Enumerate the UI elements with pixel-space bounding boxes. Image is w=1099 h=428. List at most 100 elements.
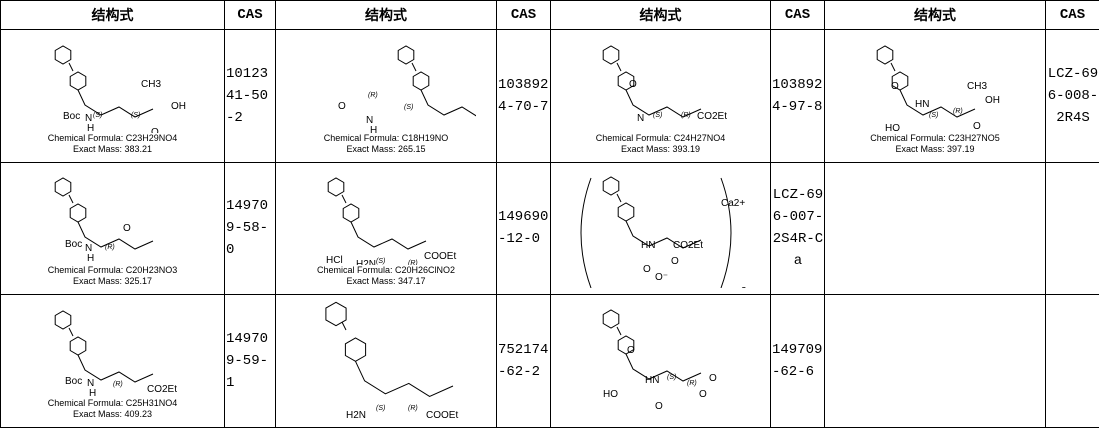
atom-label: Boc xyxy=(63,111,80,122)
chemical-structure: H2N(S)(R)COOEt xyxy=(325,301,458,421)
atom-label: N xyxy=(366,115,373,126)
chemical-formula: Chemical Formula: C24H27NO4 xyxy=(551,133,770,144)
cas-number: 1038924-97-8 xyxy=(772,76,823,115)
atom-label: O xyxy=(627,345,635,356)
atom-label: O xyxy=(643,264,651,275)
structure-header: 结构式 xyxy=(550,0,771,30)
atom-label: N xyxy=(85,243,92,254)
atom-label: O xyxy=(338,101,346,112)
formula-label: Chemical Formula: xyxy=(595,132,674,143)
atom-label: OH xyxy=(985,95,1000,106)
atom-label: O xyxy=(151,127,159,133)
atom-label: HCl xyxy=(326,255,343,265)
formula-label: Chemical Formula: xyxy=(47,398,126,409)
exact-mass: Exact Mass: 383.21 xyxy=(72,143,153,154)
cas-header: CAS xyxy=(496,0,551,30)
atom-label: O⁻ xyxy=(655,272,668,283)
atom-label: (R) xyxy=(408,260,418,265)
cas-cell: 149690-12-0 xyxy=(496,161,551,296)
cas-cell: 149709-59-1 xyxy=(224,294,276,428)
chemical-formula: Chemical Formula: C20H23NO3 xyxy=(1,265,224,276)
atom-label: H2N xyxy=(356,259,376,265)
atom-label: (R) xyxy=(681,112,691,119)
cas-number: 1038924-70-7 xyxy=(498,76,549,115)
cas-number: 1012341-50-2 xyxy=(226,65,269,126)
atom-label: CH3 xyxy=(967,81,987,92)
exact-mass: Exact Mass: 393.19 xyxy=(620,143,701,154)
atom-label: (S) xyxy=(404,104,413,111)
structure-cell xyxy=(824,294,1046,428)
exact-mass: Exact Mass: 397.19 xyxy=(895,143,975,154)
atom-label: (S) xyxy=(929,112,938,119)
atom-label: HO xyxy=(603,389,618,400)
atom-label: O xyxy=(123,223,131,234)
cas-cell: LCZ-696-008-2R4S xyxy=(1045,29,1099,163)
chemical-formula: Chemical Formula: C23H27NO5 xyxy=(825,133,1045,144)
atom-label: OH xyxy=(171,101,186,112)
atom-label: HN xyxy=(645,375,659,386)
cas-cell: 752174-62-2 xyxy=(496,294,551,428)
cas-number: 149690-12-0 xyxy=(498,209,549,248)
atom-label: CO2Et xyxy=(697,111,727,122)
atom-label: H xyxy=(89,388,96,398)
atom-label: H xyxy=(370,125,377,133)
formula-value: C18H19NO xyxy=(401,132,449,143)
cas-cell xyxy=(1045,294,1099,428)
cas-cell: 1012341-50-2 xyxy=(224,29,276,163)
structure-header: 结构式 xyxy=(275,0,497,30)
cas-number: 149709-62-6 xyxy=(772,342,823,381)
cas-header: CAS xyxy=(1045,0,1099,30)
atom-label: O xyxy=(629,79,637,90)
atom-label: O xyxy=(973,121,981,132)
atom-label: O xyxy=(655,401,663,412)
atom-label: (R) xyxy=(953,108,963,115)
formula-value: C25H31NO4 xyxy=(125,398,178,409)
structure-cell: H2N(S)(R)COOEt xyxy=(275,294,497,428)
formula-label: Chemical Formula: xyxy=(47,265,126,276)
exact-mass: Exact Mass: 409.23 xyxy=(72,409,153,420)
formula-value: C20H23NO3 xyxy=(125,265,178,276)
atom-label: (S) xyxy=(131,112,140,119)
atom-label: O xyxy=(891,81,899,92)
cas-cell: 149709-62-6 xyxy=(770,294,825,428)
formula-value: C20H26ClNO2 xyxy=(395,265,456,276)
atom-label: O xyxy=(699,389,707,400)
formula-value: C23H27NO5 xyxy=(948,132,1000,143)
atom-label: H2N xyxy=(346,410,366,421)
cas-cell: 1038924-97-8 xyxy=(770,29,825,163)
atom-label: Ca2+ xyxy=(721,198,745,209)
atom-label: (S) xyxy=(93,112,102,119)
atom-label: (R) xyxy=(368,92,378,99)
chemical-formula: Chemical Formula: C18H19NO xyxy=(276,133,496,144)
exact-mass: Exact Mass: 347.17 xyxy=(346,276,426,287)
structure-cell: HN(S)(R)CH3OHOHOOOChemical Formula: C23H… xyxy=(824,29,1046,163)
cas-cell: 149709-58-0 xyxy=(224,161,276,296)
cas-number: 149709-58-0 xyxy=(226,198,269,259)
atom-label: (S) xyxy=(653,112,662,119)
atom-label: CO2Et xyxy=(673,240,703,251)
atom-label: (R) xyxy=(408,405,418,412)
exact-mass: Exact Mass: 265.15 xyxy=(346,143,426,154)
formula-label: Chemical Formula: xyxy=(47,132,126,143)
formula-label: Chemical Formula: xyxy=(316,265,395,276)
structure-header: 结构式 xyxy=(824,0,1046,30)
atom-label: O xyxy=(709,373,717,384)
atom-label: H xyxy=(87,253,94,264)
cas-cell: LCZ-696-007-2S4R-Ca xyxy=(770,161,825,296)
chemical-formula: Chemical Formula: C20H26ClNO2 xyxy=(276,265,496,276)
